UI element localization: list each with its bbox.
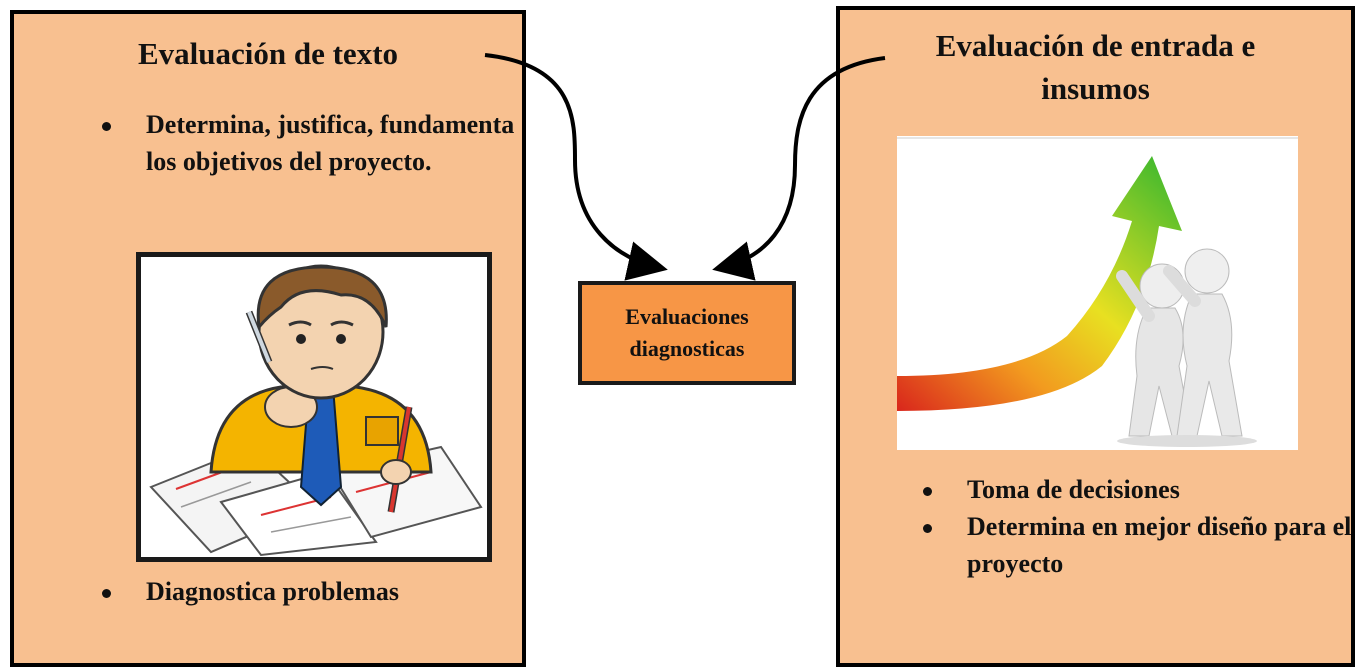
right-panel-title: Evaluación de entrada e insumos <box>850 24 1341 111</box>
left-bullets-bottom: Diagnostica problemas <box>94 574 536 611</box>
right-bullet-diseno: Determina en mejor diseño para el proyec… <box>923 509 1359 583</box>
growth-arrow-people-illustration <box>897 136 1298 450</box>
student-writing-icon <box>149 264 483 557</box>
right-bullet-decisiones: Toma de decisiones <box>923 472 1359 509</box>
left-bullet-objectives: Determina, justifica, fundamenta los obj… <box>102 107 536 181</box>
right-panel-title-line-1: Evaluación de entrada e <box>935 28 1256 63</box>
left-panel: Evaluación de texto Determina, justifica… <box>10 10 526 667</box>
right-panel: Evaluación de entrada e insumos <box>836 6 1355 667</box>
right-connector-arrow <box>712 56 886 281</box>
student-writing-illustration <box>136 252 492 562</box>
left-panel-title: Evaluación de texto <box>137 36 399 71</box>
center-box-line-1: Evaluaciones <box>625 304 749 330</box>
left-bullets-top: Determina, justifica, fundamenta los obj… <box>94 107 536 181</box>
left-connector-arrow <box>484 53 668 281</box>
center-box-evaluaciones: Evaluaciones diagnosticas <box>578 281 796 385</box>
left-bullet-diagnostica: Diagnostica problemas <box>102 574 536 611</box>
growth-arrow-icon <box>897 137 1298 447</box>
center-box-line-2: diagnosticas <box>629 336 745 361</box>
right-panel-title-line-2: insumos <box>1041 71 1150 107</box>
right-bullets: Toma de decisiones Determina en mejor di… <box>915 472 1359 583</box>
